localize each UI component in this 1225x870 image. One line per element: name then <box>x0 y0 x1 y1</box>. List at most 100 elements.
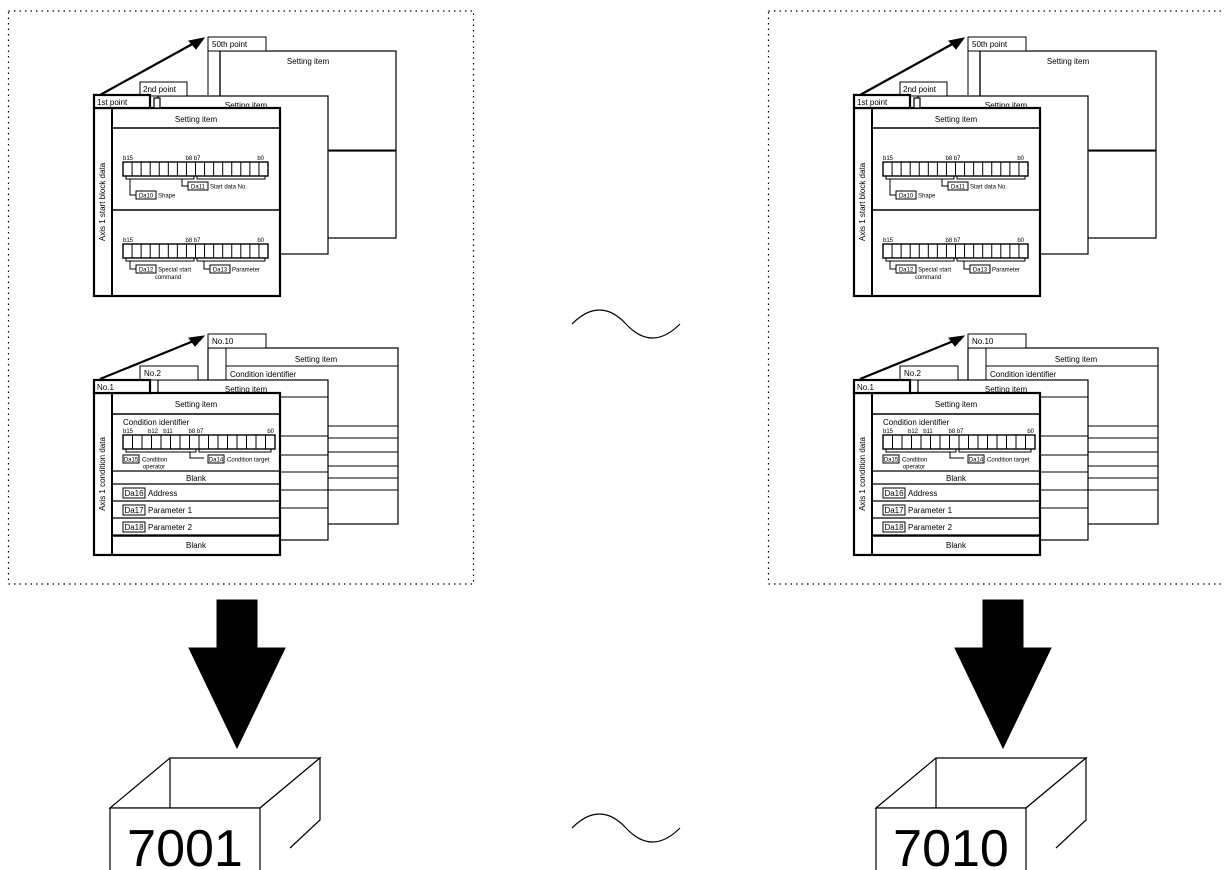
row-code-box <box>122 487 146 499</box>
row-label-16: Address <box>908 489 937 498</box>
setting-item-label-50th: Setting item <box>1047 57 1090 66</box>
tab-50th-point <box>207 36 267 52</box>
tab-no2-label: No.2 <box>144 369 161 378</box>
row-label-17: Parameter 1 <box>908 506 953 515</box>
bit-bracket <box>885 258 1026 262</box>
tab-no1 <box>92 378 152 395</box>
field-code-box <box>895 190 917 200</box>
row-code-18: Da18 <box>884 523 904 532</box>
leader-line <box>189 452 204 459</box>
field-label-shape: Shape <box>158 194 176 200</box>
tab-no2 <box>899 365 959 381</box>
leader-line <box>129 179 136 196</box>
field-code-box <box>209 264 231 274</box>
condition-identifier-label: Condition identifier <box>883 418 950 427</box>
field-code-da14: Da14 <box>209 458 224 464</box>
row-code-box <box>882 521 906 533</box>
field-code-da11: Da11 <box>951 185 966 191</box>
stack-arrow-head <box>188 37 206 50</box>
bit-label-b0: b0 <box>1017 156 1024 162</box>
stack-arrow-line <box>859 338 957 381</box>
tab-1st-point <box>92 93 152 110</box>
setting-item-label-no10: Setting item <box>295 355 338 364</box>
field-label-condition-target: Condition target <box>987 458 1030 464</box>
bit-label-b15: b15 <box>883 238 894 244</box>
bit-bracket <box>125 258 266 262</box>
bit-label-b0: b0 <box>1027 429 1034 435</box>
leader-line <box>949 452 964 459</box>
tab-2nd-point <box>139 81 188 97</box>
group-boundary <box>7 10 475 585</box>
blank-row-label-bottom: Blank <box>946 541 967 550</box>
bit-label-b15: b15 <box>883 156 894 162</box>
leader-line <box>889 179 896 196</box>
blank-row-label: Blank <box>946 474 967 483</box>
box-side-face <box>1025 756 1087 849</box>
stack-arrow-line <box>859 41 957 96</box>
setting-item-label-no2: Setting item <box>985 385 1028 394</box>
bit-label-b15: b15 <box>123 429 134 435</box>
field-code-da15: Da15 <box>124 458 139 464</box>
stack-arrow-line <box>99 41 197 96</box>
field-code-da10: Da10 <box>139 194 154 200</box>
tab-50th-point <box>967 36 1027 52</box>
field-label-condition: Condition <box>902 458 927 464</box>
field-code-box <box>135 264 157 274</box>
bit-label-b0: b0 <box>267 429 274 435</box>
field-label-parameter: Parameter <box>232 268 260 274</box>
row-code-box <box>122 521 146 533</box>
field-code-box <box>969 264 991 274</box>
bit-label-b8-b7: b8 b7 <box>945 238 961 244</box>
setting-item-header: Setting item <box>935 400 978 409</box>
leader-line <box>963 261 970 270</box>
row-code-box <box>882 487 906 499</box>
tab-50th-point-label: 50th point <box>972 40 1008 49</box>
bit-label-b15: b15 <box>123 238 134 244</box>
leader-line <box>181 179 188 187</box>
setting-item-header: Setting item <box>175 115 218 124</box>
down-arrow <box>188 599 286 750</box>
condition-identifier-back: Condition identifier <box>990 370 1057 379</box>
leader-line <box>889 261 896 270</box>
box-side-face <box>259 756 321 849</box>
tab-no1-label: No.1 <box>97 383 114 392</box>
field-label-shape: Shape <box>918 194 936 200</box>
axis-condition-side-label: Axis 1 condition data <box>98 437 107 511</box>
tab-2nd-point <box>899 81 948 97</box>
row-label-18: Parameter 2 <box>908 523 953 532</box>
row-code-16: Da16 <box>124 489 144 498</box>
bit-label-b8-b7: b8 b7 <box>185 156 201 162</box>
field-label-special-start: Special start <box>158 268 191 274</box>
setting-item-label-2nd: Setting item <box>225 101 268 110</box>
setting-item-label-50th: Setting item <box>287 57 330 66</box>
setting-item-label-no2: Setting item <box>225 385 268 394</box>
row-code-16: Da16 <box>884 489 904 498</box>
bit-label-b12: b12 <box>908 429 919 435</box>
blank-row-label-bottom: Blank <box>186 541 207 550</box>
axis-condition-side-label: Axis 1 condition data <box>858 437 867 511</box>
row-label-18: Parameter 2 <box>148 523 193 532</box>
tab-2nd-point-label: 2nd point <box>903 85 937 94</box>
tab-no2-label: No.2 <box>904 369 921 378</box>
box-front-face <box>875 807 1027 870</box>
tab-no1-label: No.1 <box>857 383 874 392</box>
field-code-box <box>947 181 969 191</box>
row-code-box <box>882 504 906 516</box>
bit-bracket <box>125 449 272 453</box>
field-label-start-data-no: Start data No. <box>210 185 247 191</box>
buffer-address-number: 7001 <box>127 820 243 870</box>
row-code-box <box>122 504 146 516</box>
down-arrow <box>954 599 1052 750</box>
start-block-front-panel <box>852 106 1042 298</box>
bit-bracket <box>885 449 1032 453</box>
tab-no10 <box>967 333 1027 349</box>
leader-line <box>941 179 948 187</box>
bit-label-b15: b15 <box>883 429 894 435</box>
field-code-box <box>135 190 157 200</box>
field-code-box <box>882 454 900 464</box>
setting-item-header: Setting item <box>935 115 978 124</box>
bit-bracket <box>885 176 1026 180</box>
tab-no1 <box>852 378 912 395</box>
